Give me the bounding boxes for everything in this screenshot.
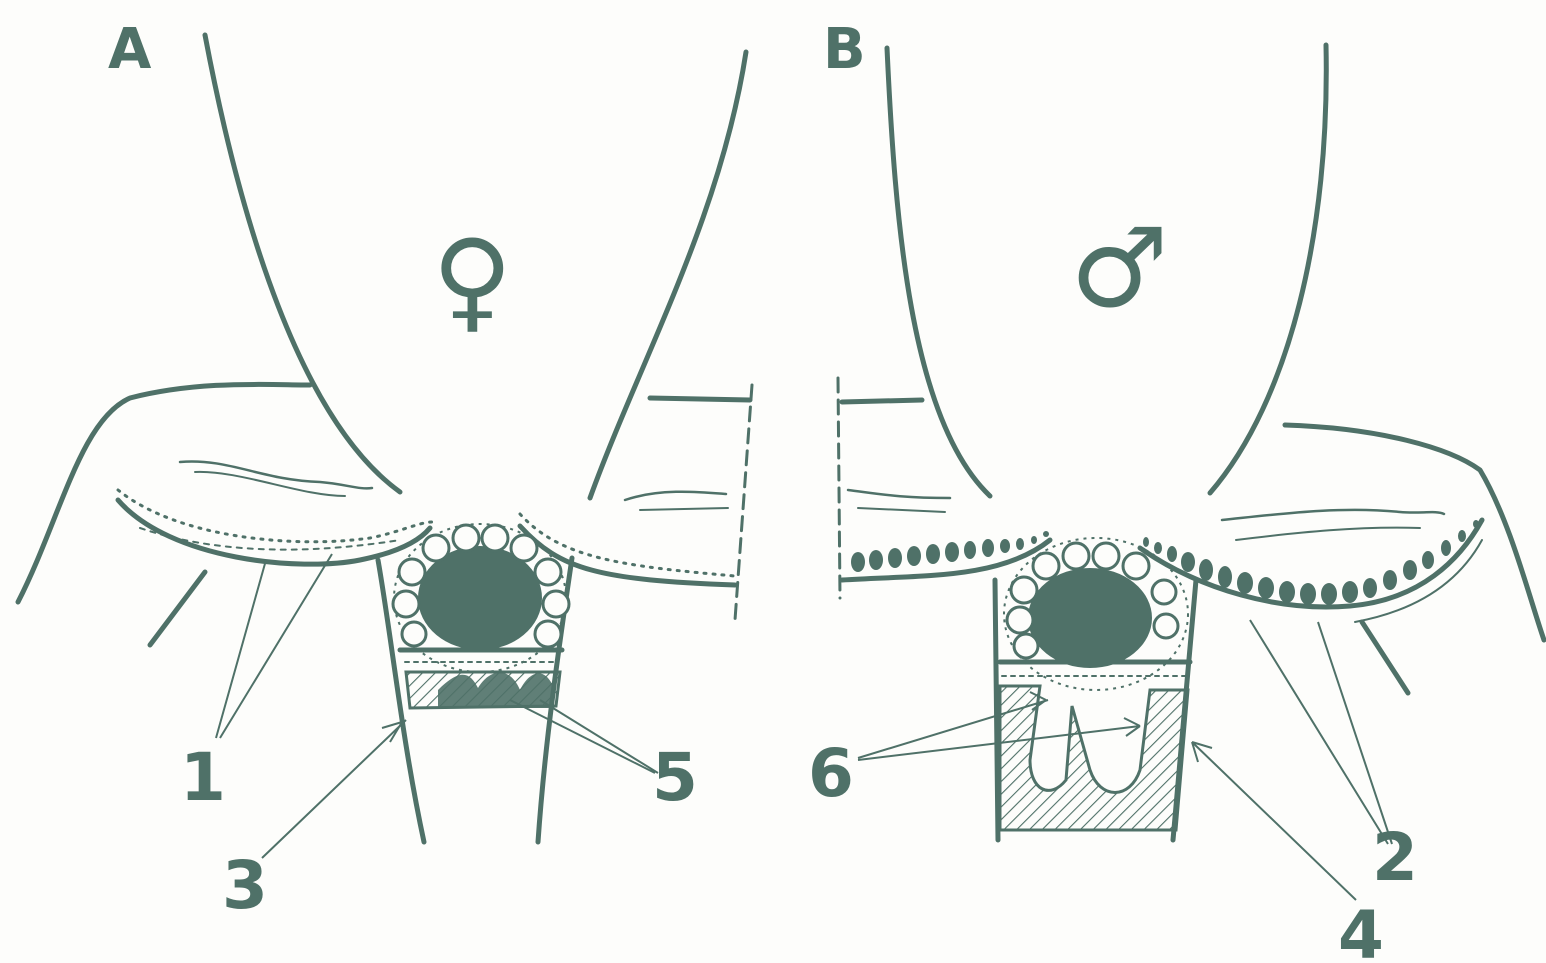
- genital-opening-b: [1000, 538, 1190, 690]
- body-contour-right: [590, 52, 746, 498]
- callout-5: 5: [652, 739, 698, 816]
- panel-a-drawing: A ♀: [18, 17, 752, 924]
- leader-lines-5: [510, 700, 658, 773]
- callout-1: 1: [180, 739, 226, 816]
- leader-lines-1: [216, 554, 332, 738]
- hatched-region-6: [1000, 686, 1188, 830]
- skin-wrinkle: [858, 508, 945, 512]
- cut-line-a: [735, 385, 752, 620]
- fold-edge-left: [150, 572, 205, 645]
- skin-wrinkle: [848, 490, 950, 498]
- cut-line-b: [838, 378, 840, 598]
- fold-outline-left: [842, 400, 922, 402]
- panel-a-letter: A: [108, 17, 152, 82]
- genital-aperture: [1028, 568, 1152, 668]
- skin-wrinkle: [1222, 510, 1444, 520]
- lobed-region-5: [438, 673, 552, 709]
- genital-tube-left-wall: [995, 580, 998, 840]
- leader-lines-2: [1250, 620, 1392, 844]
- skin-wrinkle: [640, 508, 728, 510]
- callout-2: 2: [1372, 819, 1418, 896]
- leader-line-3: [262, 720, 406, 858]
- fold-outline-left: [18, 384, 310, 602]
- body-contour-left: [887, 48, 990, 496]
- leader-arrowheads-6: [1030, 692, 1140, 736]
- callout-3: 3: [222, 847, 268, 924]
- skin-wrinkle: [1236, 528, 1420, 540]
- callout-4: 4: [1338, 897, 1384, 963]
- callout-6: 6: [808, 735, 854, 812]
- ventral-margin-left: [118, 500, 430, 564]
- fold-outline-right: [650, 398, 750, 400]
- female-symbol-icon: ♀: [432, 216, 513, 344]
- structure-6: [1000, 686, 1188, 830]
- male-symbol-icon: ♂: [1070, 204, 1169, 332]
- tubercle-row-left: [851, 531, 1049, 572]
- panel-b-drawing: B ♂: [808, 17, 1544, 963]
- skin-wrinkle: [625, 492, 726, 500]
- fold-edge-right: [1362, 622, 1408, 693]
- body-contour-left: [205, 35, 400, 492]
- leader-line-4: [1192, 742, 1356, 900]
- panel-b-letter: B: [823, 17, 866, 82]
- structure-5: [406, 672, 560, 708]
